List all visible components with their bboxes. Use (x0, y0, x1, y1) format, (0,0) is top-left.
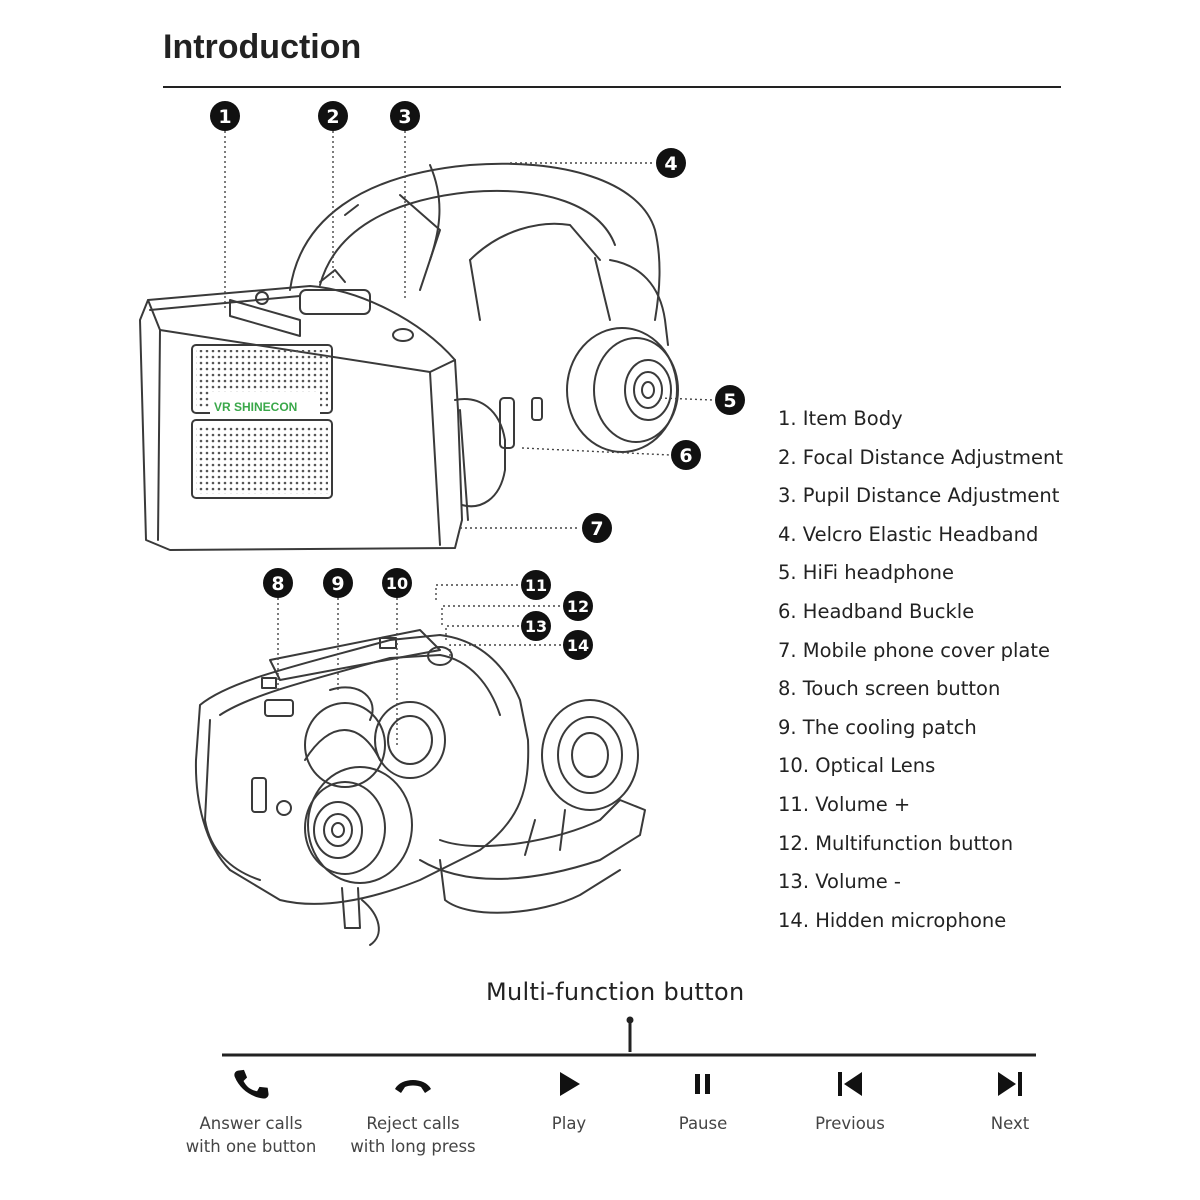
parts-legend: 1. Item Body 2. Focal Distance Adjustmen… (778, 402, 1063, 942)
function-label: Previous (815, 1114, 885, 1133)
function-answer: Answer calls with one button (166, 1060, 336, 1158)
title-divider (163, 86, 1061, 88)
function-play: Play (484, 1060, 654, 1135)
svg-text:3: 3 (398, 106, 411, 128)
svg-text:8: 8 (271, 573, 284, 595)
leader-11 (435, 584, 520, 600)
svg-text:6: 6 (679, 445, 692, 467)
svg-text:14: 14 (567, 636, 589, 655)
phone-reject-icon (328, 1060, 498, 1108)
function-pause: Pause (618, 1060, 788, 1135)
legend-item: 3. Pupil Distance Adjustment (778, 484, 1060, 508)
previous-icon (765, 1060, 935, 1108)
legend-item: 14. Hidden microphone (778, 908, 1007, 932)
svg-text:9: 9 (331, 573, 344, 595)
function-label: Reject calls with long press (350, 1114, 476, 1156)
legend-item: 9. The cooling patch (778, 715, 977, 739)
page-title: Introduction (163, 28, 362, 66)
function-previous: Previous (765, 1060, 935, 1135)
multifunction-title: Multi-function button (486, 978, 745, 1006)
function-label: Next (990, 1114, 1030, 1133)
legend-item: 6. Headband Buckle (778, 599, 975, 623)
legend-item: 7. Mobile phone cover plate (778, 638, 1050, 662)
legend-item: 4. Velcro Elastic Headband (778, 522, 1039, 546)
pause-icon (618, 1060, 788, 1108)
headset-front-view (139, 162, 679, 551)
svg-text:5: 5 (723, 390, 736, 412)
svg-text:10: 10 (386, 574, 408, 593)
function-next: Next (925, 1060, 1095, 1135)
badge-3: 3 (390, 101, 420, 131)
function-label: Answer calls with one button (185, 1114, 317, 1156)
svg-text:4: 4 (664, 153, 677, 175)
legend-item: 12. Multifunction button (778, 831, 1014, 855)
legend-item: 8. Touch screen button (778, 677, 1001, 701)
svg-text:2: 2 (326, 106, 339, 128)
svg-text:11: 11 (525, 576, 547, 595)
badge-7: 7 (582, 513, 612, 543)
function-label: Pause (678, 1114, 728, 1133)
badge-1: 1 (210, 101, 240, 131)
play-icon (484, 1060, 654, 1108)
legend-item: 10. Optical Lens (778, 754, 936, 778)
badge-9: 9 (323, 568, 353, 598)
headset-rear-view (194, 629, 646, 946)
phone-answer-icon (166, 1060, 336, 1108)
svg-text:7: 7 (590, 518, 603, 540)
leader-12 (441, 605, 562, 625)
legend-item: 2. Focal Distance Adjustment (778, 445, 1063, 469)
legend-item: 1. Item Body (778, 407, 903, 430)
brand-label: VR SHINECON (214, 400, 297, 414)
leader-6 (521, 447, 671, 456)
badge-14: 14 (563, 630, 593, 660)
leader-14 (449, 644, 562, 656)
badge-8: 8 (263, 568, 293, 598)
legend-item: 11. Volume + (778, 792, 911, 816)
badge-10: 10 (382, 568, 412, 598)
legend-item: 13. Volume - (778, 870, 901, 894)
number-badges: 1 2 3 4 5 6 7 8 9 10 11 12 13 14 (210, 101, 745, 660)
multifunction-timeline (222, 1016, 1036, 1057)
function-label: Play (551, 1114, 587, 1133)
badge-4: 4 (656, 148, 686, 178)
svg-text:1: 1 (218, 106, 231, 128)
badge-5: 5 (715, 385, 745, 415)
svg-text:13: 13 (525, 617, 547, 636)
svg-text:12: 12 (567, 597, 589, 616)
leader-lines (224, 131, 714, 745)
function-reject: Reject calls with long press (328, 1060, 498, 1158)
badge-6: 6 (671, 440, 701, 470)
vent-lower (196, 426, 328, 494)
badge-11: 11 (521, 570, 551, 600)
leader-5 (659, 397, 714, 401)
badge-12: 12 (563, 591, 593, 621)
badge-2: 2 (318, 101, 348, 131)
legend-item: 5. HiFi headphone (778, 561, 955, 585)
next-icon (925, 1060, 1095, 1108)
badge-13: 13 (521, 611, 551, 641)
